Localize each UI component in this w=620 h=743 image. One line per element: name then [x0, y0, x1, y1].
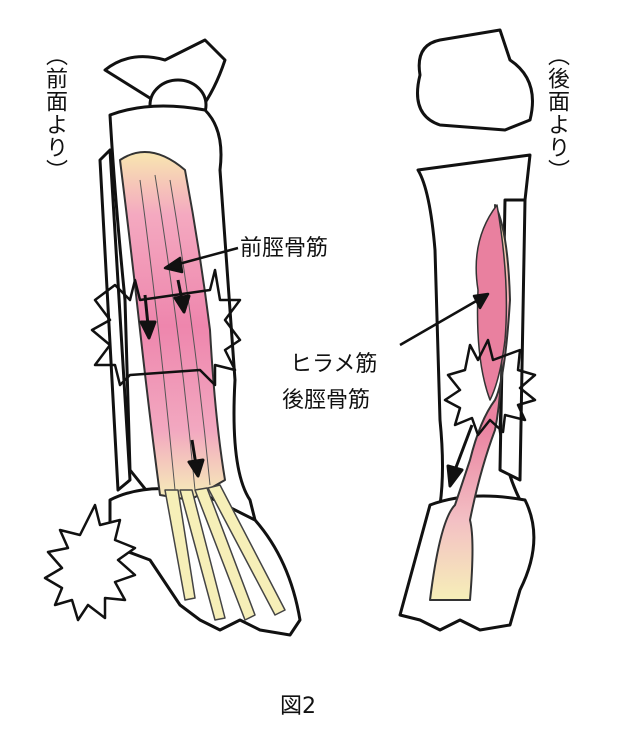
- fibula-front: [98, 148, 132, 492]
- label-tibialis-posterior: 後脛骨筋: [282, 388, 371, 413]
- figure-caption: 図2: [280, 694, 316, 719]
- pain-burst-back: [443, 338, 537, 437]
- label-tibialis-anterior: 前脛骨筋: [240, 236, 329, 261]
- back-muscle-arrow: [446, 424, 474, 488]
- front-tendons: [164, 484, 286, 621]
- pointer-back-muscles: [399, 292, 490, 347]
- pain-burst-shin: [90, 268, 242, 387]
- label-soleus: ヒラメ筋: [290, 352, 378, 377]
- muscle-fibers: [139, 174, 211, 491]
- femur-back: [416, 28, 534, 132]
- back-leg: [398, 28, 537, 632]
- front-leg: [43, 38, 302, 637]
- pointer-tibialis-anterior: [163, 246, 239, 274]
- front-muscle-arrows: [139, 279, 205, 478]
- front-view-label: （前面より）: [42, 44, 67, 182]
- tibialis-anterior-muscle: [119, 151, 226, 501]
- back-view-label: （後面より）: [544, 44, 569, 182]
- pain-burst-ankle: [43, 503, 137, 622]
